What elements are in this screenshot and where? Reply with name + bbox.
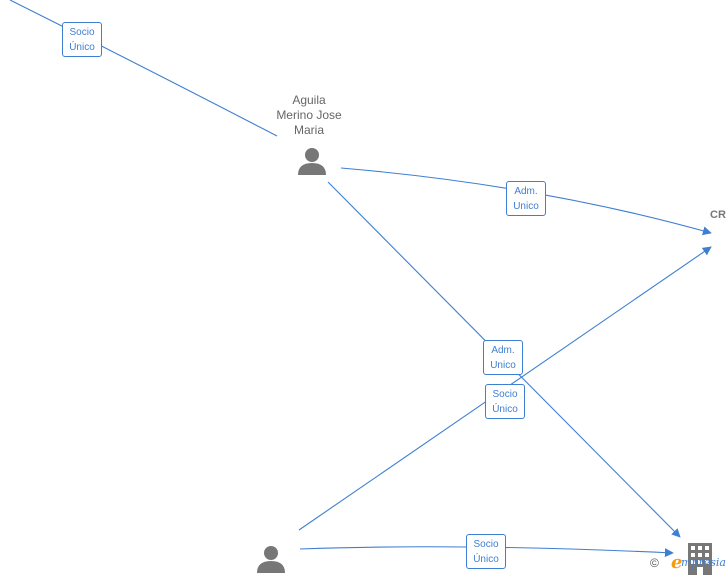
edge-label-line1: Socio — [69, 27, 95, 38]
copyright-symbol: © — [650, 556, 659, 570]
brand-logo-initial: e — [671, 552, 683, 573]
edge-label-socio-unico-cr[interactable]: Socio Único — [485, 384, 525, 419]
edge-label-line1: Adm. — [491, 345, 515, 356]
person-name-line: Aguila — [292, 93, 326, 107]
edge-label-line2: Único — [473, 554, 499, 565]
edge-label-line1: Socio — [492, 389, 518, 400]
edge-label-adm-unico-building[interactable]: Adm. Unico — [483, 340, 523, 375]
person-name-aguila[interactable]: Aguila Merino Jose Maria — [264, 93, 354, 138]
person-icon[interactable] — [297, 146, 327, 176]
edge-label-line2: Unico — [513, 201, 539, 212]
person-name-line: Merino Jose — [276, 108, 342, 122]
edge-label-socio-unico-top[interactable]: Socio Único — [62, 22, 102, 57]
edge-label-line2: Unico — [490, 360, 516, 371]
edge-label-socio-unico-building[interactable]: Socio Único — [466, 534, 506, 569]
edge-label-line2: Único — [69, 42, 95, 53]
edge-label-line2: Único — [492, 404, 518, 415]
person-icon[interactable] — [256, 544, 286, 574]
edge-label-line1: Adm. — [514, 186, 538, 197]
building-icon[interactable] — [688, 543, 712, 575]
edge-label-line1: Socio — [473, 539, 499, 550]
brand-logo-text: mpresia — [681, 556, 726, 569]
person-name-line: Maria — [293, 123, 324, 137]
edge-label-adm-unico-cr[interactable]: Adm. Unico — [506, 181, 546, 216]
company-name-cr[interactable]: CR — [710, 209, 726, 221]
edge-socio-unico-top[interactable] — [9, 0, 278, 137]
